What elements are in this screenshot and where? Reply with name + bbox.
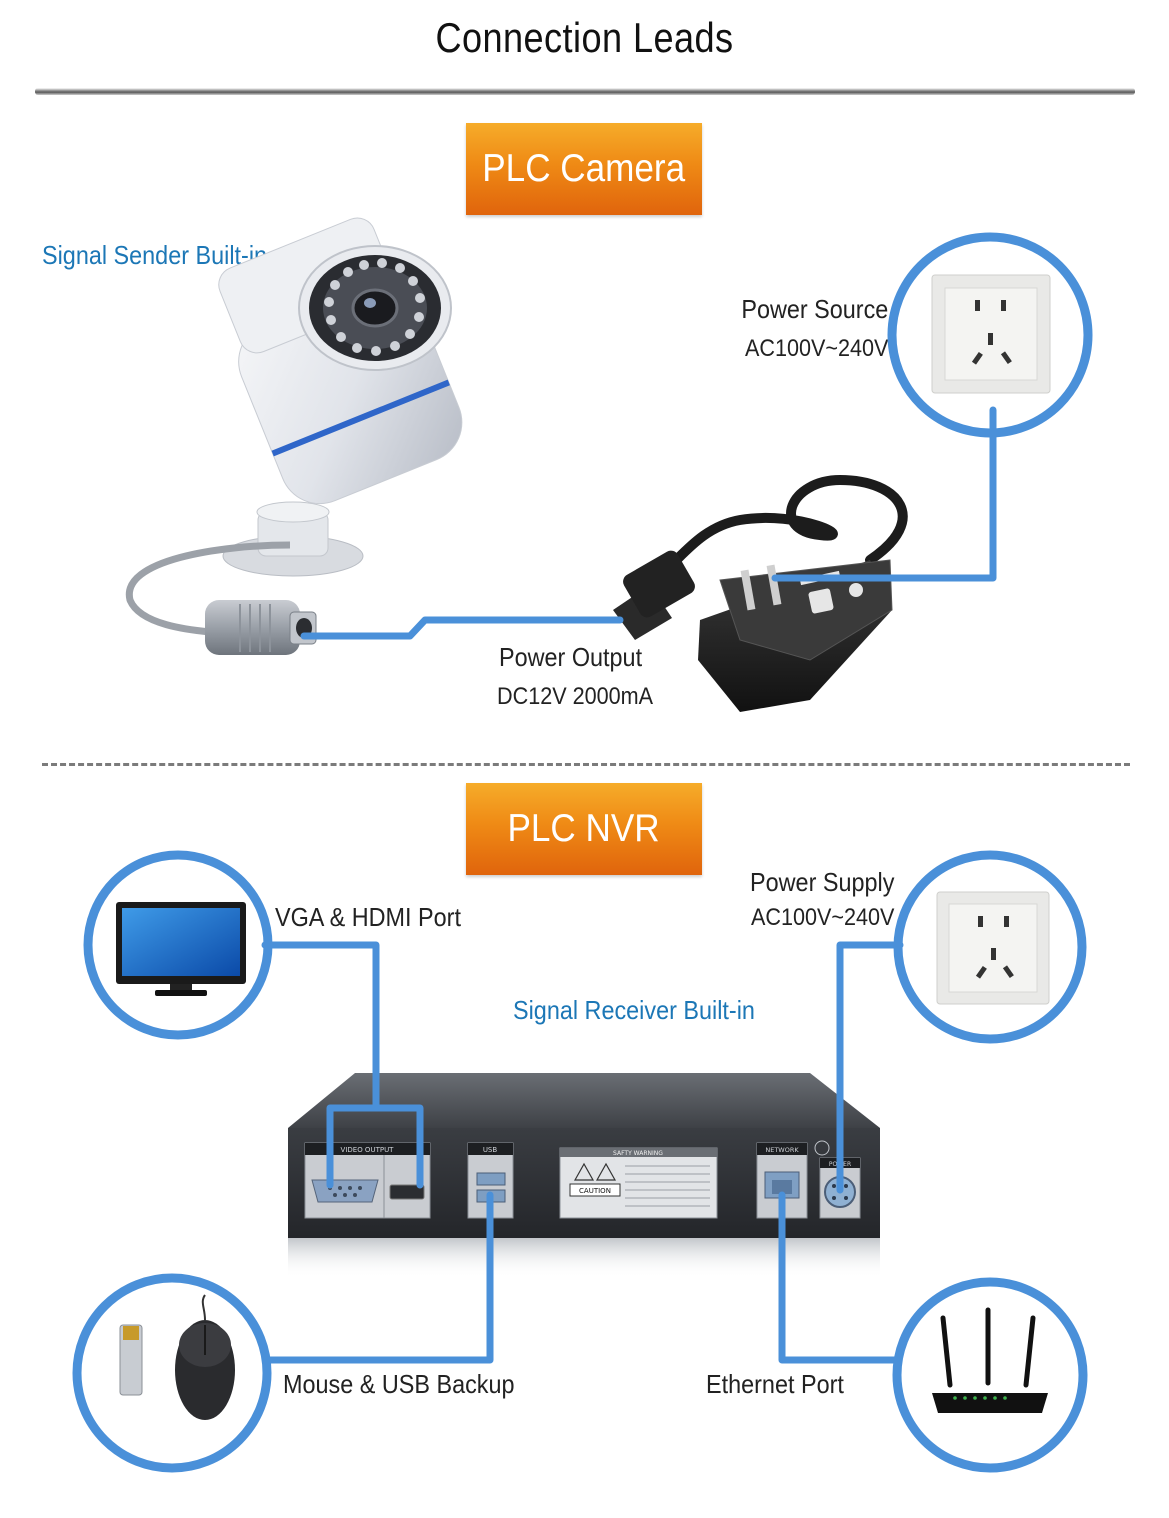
video-output-panel-label: VIDEO OUTPUT <box>341 1146 395 1154</box>
wall-socket-icon <box>893 850 1087 1044</box>
nvr-connection-lines <box>261 941 904 1364</box>
power-supply-label: Power Supply <box>749 867 894 897</box>
signal-sender-label: Signal Sender Built-in <box>42 240 268 270</box>
mouse-usb-icon <box>72 1273 272 1473</box>
network-panel-label: NETWORK <box>765 1146 799 1154</box>
power-output-spec: DC12V 2000mA <box>497 683 654 710</box>
plc-camera-badge: PLC Camera <box>466 123 702 215</box>
usb-panel-label: USB <box>483 1146 498 1154</box>
safety-warning-label: SAFTY WARNING <box>613 1150 663 1157</box>
title-divider <box>35 88 1135 95</box>
power-source-spec: AC100V~240V <box>744 335 888 362</box>
wall-socket-icon <box>887 232 1093 438</box>
power-supply-spec: AC100V~240V <box>750 904 894 931</box>
signal-receiver-label: Signal Receiver Built-in <box>513 995 755 1025</box>
monitor-icon <box>83 850 273 1040</box>
bullet-camera-icon <box>125 217 463 655</box>
page-title: Connection Leads <box>435 14 734 61</box>
caution-label: CAUTION <box>579 1187 611 1195</box>
power-source-label: Power Source <box>741 294 888 324</box>
section-divider <box>42 763 1130 766</box>
router-icon <box>892 1277 1088 1473</box>
camera-connection-lines <box>300 406 997 640</box>
mouse-usb-label: Mouse & USB Backup <box>283 1369 515 1399</box>
power-output-label: Power Output <box>499 642 643 672</box>
ethernet-label: Ethernet Port <box>706 1369 844 1399</box>
vga-hdmi-label: VGA & HDMI Port <box>275 902 461 932</box>
plc-nvr-badge: PLC NVR <box>466 783 702 875</box>
